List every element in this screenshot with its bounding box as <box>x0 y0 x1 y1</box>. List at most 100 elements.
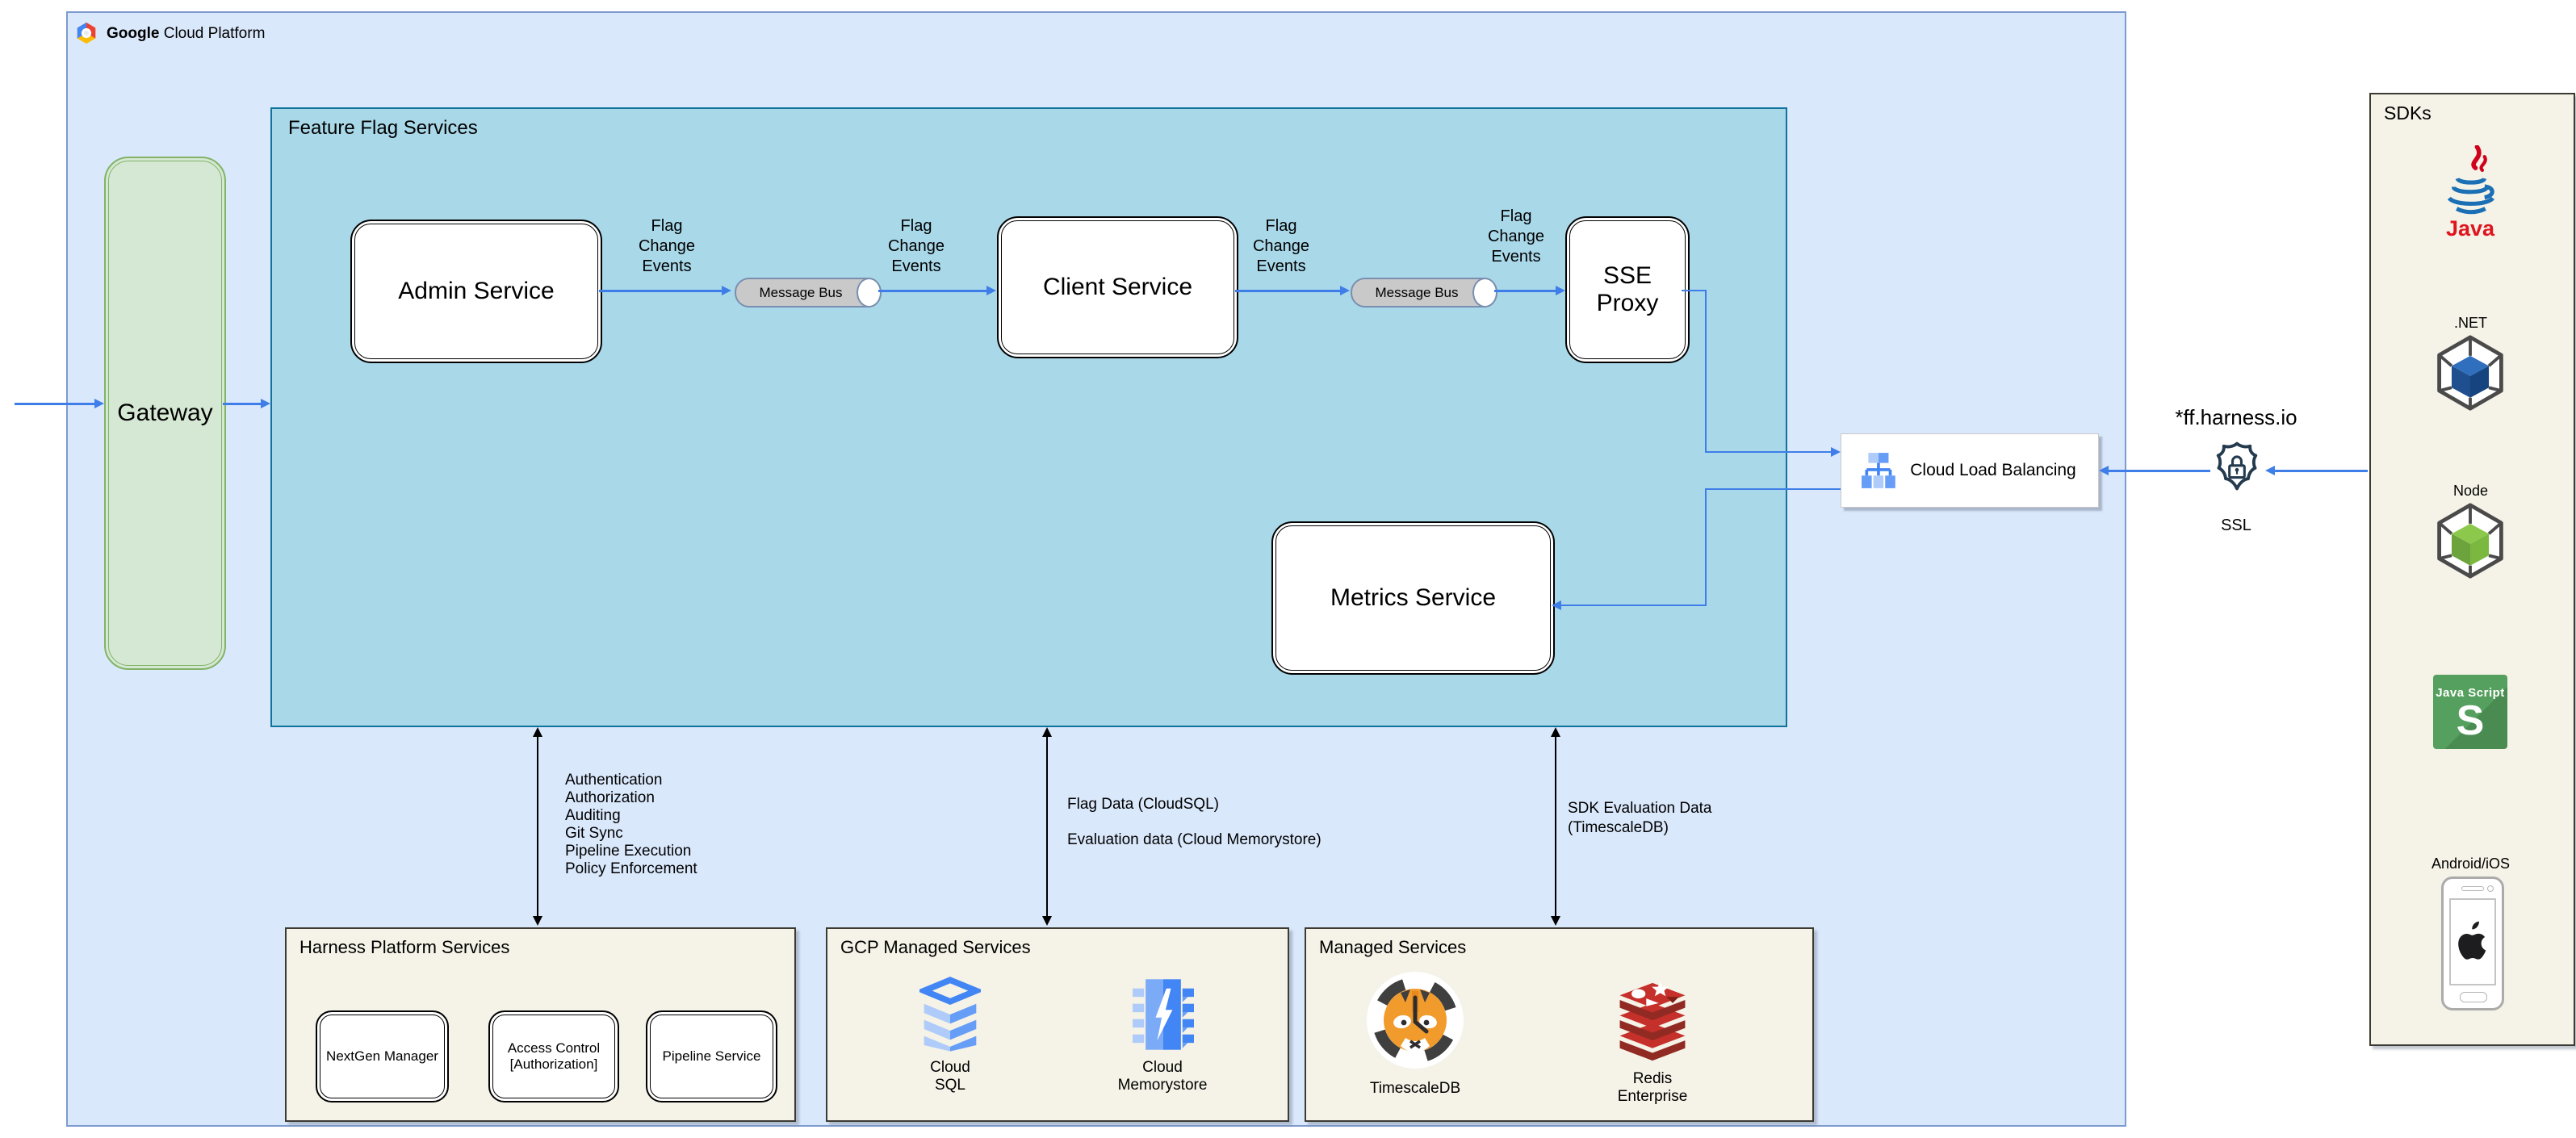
arrow-sse-to-clb-seg2 <box>1705 290 1707 453</box>
arrowhead <box>1556 286 1565 295</box>
metrics-service-label: Metrics Service <box>1330 584 1497 611</box>
gateway-label: Gateway <box>117 400 213 426</box>
cloud-sql-icon[interactable] <box>919 977 981 1052</box>
arrowhead <box>2099 466 2109 475</box>
flag-change-events-label-1: Flag Change Events <box>638 217 696 275</box>
arrowhead <box>94 399 104 408</box>
flag-change-events-label-4: Flag Change Events <box>1487 207 1545 266</box>
admin-service-label: Admin Service <box>398 278 555 304</box>
java-icon[interactable] <box>2436 145 2504 216</box>
harness-platform-services-title: Harness Platform Services <box>299 937 510 957</box>
phone-camera <box>2487 885 2494 892</box>
metrics-service-node[interactable]: Metrics Service <box>1271 521 1555 675</box>
redis-enterprise-label: Redis Enterprise <box>1617 1070 1688 1105</box>
nextgen-manager-node[interactable]: NextGen Manager <box>316 1010 449 1102</box>
sse-proxy-label: SSE Proxy <box>1596 262 1659 316</box>
cloud-load-balancing-icon <box>1862 453 1895 488</box>
gcp-managed-services-title: GCP Managed Services <box>840 937 1031 957</box>
arrow-bus1-to-client <box>878 290 986 292</box>
timescaledb-label: TimescaleDB <box>1369 1080 1461 1097</box>
platform-capabilities-note: Authentication Authorization Auditing Gi… <box>565 772 697 877</box>
phone-speaker <box>2461 886 2484 891</box>
arrow-clb-to-metrics-seg1 <box>1705 488 1841 490</box>
arrow-clb-to-metrics-seg2 <box>1705 488 1707 606</box>
header-brand-rest: Cloud Platform <box>159 25 266 42</box>
arrowhead-down <box>1551 916 1560 926</box>
arrowhead <box>1552 600 1561 610</box>
message-bus-2[interactable]: Message Bus <box>1351 278 1497 308</box>
pipeline-service-node[interactable]: Pipeline Service <box>646 1010 777 1102</box>
ssl-shield-lock-icon <box>2216 441 2258 491</box>
link-ffs-managed <box>1555 736 1556 917</box>
domain-label: *ff.harness.io <box>2175 405 2297 429</box>
mobile-phone-icon[interactable] <box>2441 877 2504 1010</box>
gateway-node[interactable]: Gateway <box>104 157 226 670</box>
pipeline-service-label: Pipeline Service <box>662 1048 761 1064</box>
link-ffs-gcp-managed <box>1046 736 1048 917</box>
arrow-sse-to-clb-seg3 <box>1705 451 1831 453</box>
arrowhead <box>2265 466 2275 475</box>
timescaledb-icon[interactable] <box>1365 970 1465 1070</box>
cloud-memorystore-icon[interactable] <box>1133 977 1194 1052</box>
arrow-sse-to-clb-seg1 <box>1682 290 1707 291</box>
phone-screen <box>2449 898 2496 985</box>
redis-enterprise-icon[interactable] <box>1605 980 1700 1064</box>
arrowhead-up <box>1551 727 1560 737</box>
arrow-gateway-to-ffs <box>223 403 261 405</box>
sse-proxy-node[interactable]: SSE Proxy <box>1565 216 1690 363</box>
javascript-letter: S <box>2456 697 2485 744</box>
cloud-sql-label: Cloud SQL <box>930 1059 970 1094</box>
apple-logo-icon <box>2458 921 2486 960</box>
access-control-label: Access Control [Authorization] <box>507 1040 601 1072</box>
node-cube-icon[interactable] <box>2431 502 2509 579</box>
flag-data-note: Flag Data (CloudSQL) <box>1067 796 1219 813</box>
managed-services-title: Managed Services <box>1319 937 1467 957</box>
admin-service-node[interactable]: Admin Service <box>350 220 602 363</box>
flag-change-events-label-2: Flag Change Events <box>887 217 945 275</box>
arrow-sdks-to-shield <box>2275 470 2368 472</box>
header-title: Google Cloud Platform <box>107 25 265 43</box>
sdks-title: SDKs <box>2384 103 2431 123</box>
cloud-memorystore-label: Cloud Memorystore <box>1117 1059 1208 1094</box>
arrow-client-to-bus2 <box>1235 290 1340 292</box>
arrowhead <box>1340 286 1350 295</box>
cylinder-cap <box>857 278 882 308</box>
message-bus-1[interactable]: Message Bus <box>735 278 882 308</box>
access-control-node[interactable]: Access Control [Authorization] <box>488 1010 619 1102</box>
gcp-managed-services-container: GCP Managed Services <box>826 927 1289 1122</box>
dotnet-label: .NET <box>2453 315 2487 331</box>
google-cloud-logo-icon <box>77 22 96 44</box>
feature-flag-services-title: Feature Flag Services <box>288 117 478 139</box>
message-bus-2-label: Message Bus <box>1375 284 1459 300</box>
arrowhead-up <box>533 727 542 737</box>
message-bus-1-label: Message Bus <box>759 284 843 300</box>
client-service-node[interactable]: Client Service <box>997 216 1238 358</box>
ssl-label: SSL <box>2221 517 2251 534</box>
client-service-label: Client Service <box>1042 274 1193 300</box>
arrowhead-down <box>1042 916 1052 926</box>
cloud-load-balancing-node[interactable]: Cloud Load Balancing <box>1841 433 2099 508</box>
dotnet-cube-icon[interactable] <box>2431 334 2509 412</box>
arrowhead-down <box>533 916 542 926</box>
java-label: Java <box>2445 216 2495 241</box>
javascript-icon[interactable]: Java Script S <box>2433 675 2507 749</box>
arrowhead <box>722 286 731 295</box>
arrow-clb-to-metrics-seg3 <box>1561 605 1707 606</box>
sdk-evaluation-data-note: SDK Evaluation Data (TimescaleDB) <box>1568 800 1712 836</box>
evaluation-data-note: Evaluation data (Cloud Memorystore) <box>1067 831 1322 848</box>
arrow-shield-to-clb <box>2109 470 2210 472</box>
node-label: Node <box>2452 483 2489 499</box>
flag-change-events-label-3: Flag Change Events <box>1252 217 1310 275</box>
cloud-load-balancing-label: Cloud Load Balancing <box>1910 461 2076 479</box>
arrow-inbound-to-gateway <box>15 403 94 405</box>
link-ffs-harness <box>537 736 538 917</box>
header-brand: Google <box>107 25 160 42</box>
arrow-bus2-to-sse <box>1494 290 1556 292</box>
feature-flag-services-container: Feature Flag Services <box>270 107 1787 727</box>
arrowhead <box>261 399 270 408</box>
android-ios-label: Android/iOS <box>2431 856 2511 872</box>
nextgen-manager-label: NextGen Manager <box>326 1048 438 1064</box>
phone-home-button <box>2460 992 2487 1002</box>
arrow-admin-to-bus1 <box>599 290 722 292</box>
